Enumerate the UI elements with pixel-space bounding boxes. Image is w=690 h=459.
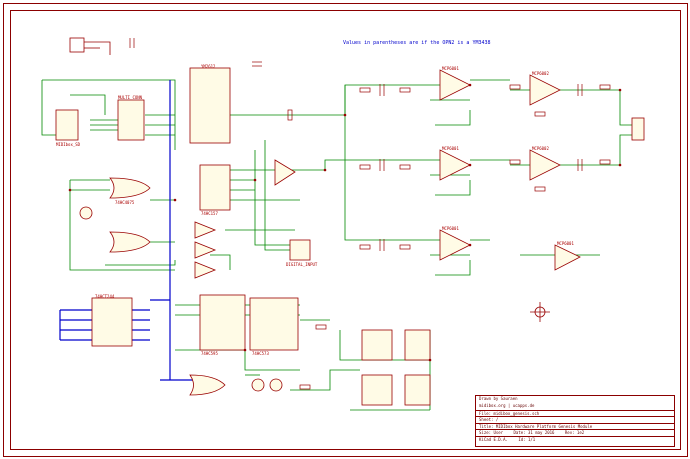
title-block-id: Id: 1/1	[518, 437, 536, 442]
buffer-opamp	[274, 159, 296, 186]
title-block-title: Title: MIDIbox Hardware Platform Genesis…	[476, 423, 674, 430]
chip-label-u10: 74HCT244	[95, 294, 115, 299]
title-block-date: Date: 31 may 2016	[513, 430, 555, 435]
u9-ic-body	[199, 294, 246, 351]
u8a-or-gate	[189, 374, 226, 396]
q3-transistor	[269, 378, 283, 392]
chip-label-u3: MCP6001	[442, 146, 459, 151]
title-block-tool-id: KiCad E.D.A. Id: 1/1	[476, 436, 674, 443]
chip-label-u5b: MCP6002	[532, 146, 549, 151]
u8b-or-gate	[109, 177, 151, 199]
pot-symbol	[530, 302, 550, 322]
u5a-opamp	[529, 74, 561, 106]
chip-label-u2: MCP6001	[442, 66, 459, 71]
title-block-site: midibox.org | ucapps.de	[479, 403, 535, 408]
title-block-tool: KiCad E.D.A.	[479, 437, 508, 442]
y3-crystal-body	[361, 374, 393, 406]
top-left-power	[69, 37, 111, 55]
passives	[129, 38, 611, 390]
chip-label-u4: MCP6001	[442, 226, 459, 231]
opamp-symbols	[194, 69, 581, 279]
title-block-size: Size: User	[479, 430, 504, 435]
u5b-opamp	[529, 149, 561, 181]
sheet-border-inner	[10, 10, 681, 450]
u1-ic-body	[189, 67, 231, 144]
ic-bodies	[55, 67, 645, 406]
chip-label-u6: MCP6001	[557, 241, 574, 246]
u2-opamp	[439, 69, 471, 101]
title-block-file: File: midibox_genesis.sch	[476, 410, 674, 417]
y2-crystal-body	[404, 329, 431, 361]
title-block: Drawn by Sauraen midibox.org | ucapps.de…	[475, 395, 675, 447]
title-block-rev: Rev: 1e2	[564, 430, 585, 435]
u8c-or-gate	[109, 231, 151, 253]
u7-ic-body	[199, 164, 231, 211]
title-block-size-date-rev: Size: User Date: 31 may 2016 Rev: 1e2	[476, 429, 674, 436]
y1-crystal-body	[361, 329, 393, 361]
design-note: Values in parentheses are if the OPN2 is…	[343, 40, 491, 46]
u6-opamp	[554, 244, 581, 271]
chip-label-j1: MULTI_CONN	[118, 95, 143, 100]
u10-ic-body	[91, 297, 133, 347]
gate-buffer-2	[194, 241, 217, 259]
u4-opamp	[439, 229, 471, 261]
chip-label-j3: DIGITAL_INPUT	[286, 262, 318, 267]
title-block-sheet: Sheet: /	[476, 416, 674, 423]
audio-out-connector-body	[631, 117, 645, 141]
gate-buffer-1	[194, 221, 217, 239]
logic-gates	[109, 177, 226, 396]
u11-ic-body	[249, 297, 299, 351]
chip-label-u11: 74HC573	[252, 351, 269, 356]
j2-connector-body	[55, 109, 79, 141]
junction-dots	[68, 83, 622, 362]
u3-opamp	[439, 149, 471, 181]
gate-buffer-3	[194, 261, 217, 279]
chip-label-u7: 74HC157	[201, 211, 218, 216]
sheet-border-outer	[3, 3, 688, 457]
q2-transistor	[251, 378, 265, 392]
transistors	[79, 206, 283, 392]
title-block-drawn-by: Drawn by Sauraen	[479, 396, 518, 401]
j3-connector-body	[289, 239, 311, 261]
chip-label-j2: MIDIbox_SD	[56, 142, 81, 147]
chip-label-u5a: MCP6002	[532, 71, 549, 76]
j1-connector-body	[117, 99, 145, 141]
chip-label-u1: YM2612	[201, 64, 216, 69]
chip-label-u9: 74HC595	[201, 351, 218, 356]
y4-crystal-body	[404, 374, 431, 406]
chip-label-u8: 74HC4075	[115, 200, 135, 205]
q1-transistor	[79, 206, 93, 220]
